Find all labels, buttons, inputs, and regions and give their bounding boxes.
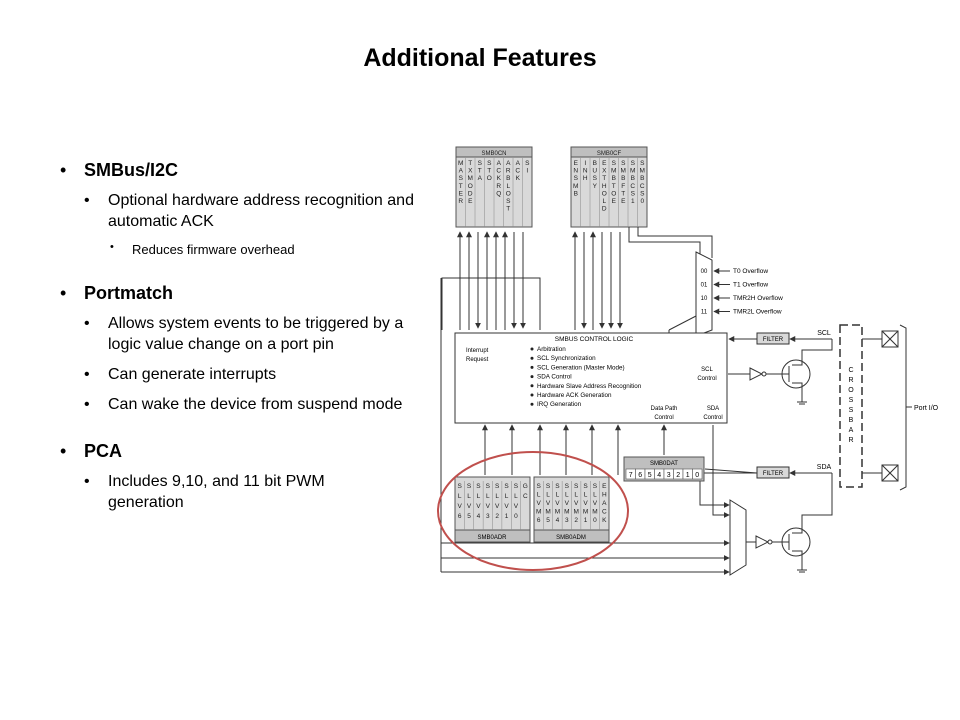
data-path-line2: Control <box>654 415 673 421</box>
control-logic-title: SMBUS CONTROL LOGIC <box>555 336 634 343</box>
smbus-subitem-1: Reduces firmware overhead <box>108 241 428 257</box>
sda-control-line2: Control <box>703 415 722 421</box>
section-portmatch: Portmatch <box>58 283 428 304</box>
data-path-line1: Data Path <box>651 406 678 412</box>
highlight-ellipse <box>437 451 629 571</box>
slide-title: Additional Features <box>363 44 597 72</box>
scl-control-line2: Control <box>697 376 716 382</box>
smb0dat-bit-2: 5 <box>648 472 652 479</box>
sda-filter-label: FILTER <box>763 471 784 477</box>
interrupt-request-line1: Interrupt <box>466 348 489 354</box>
clock-source-mux: 00 T0 Overflow 01 T1 Overflow 10 TMR2H Overfl… <box>668 251 783 337</box>
smb0dat-bit-6: 1 <box>686 472 690 479</box>
section-pca: PCA <box>58 441 428 462</box>
portmatch-item-3: Can wake the device from suspend mode <box>82 394 408 415</box>
logic-function-3: SDA Control <box>537 374 572 381</box>
scl-filter-label: FILTER <box>763 337 784 343</box>
mux-input-label-2: TMR2H Overflow <box>733 295 783 302</box>
pca-item-1: Includes 9,10, and 11 bit PWM generation <box>82 471 378 513</box>
smb0adr-label: SMB0ADR <box>477 535 507 541</box>
sda-control-line1: SDA <box>707 406 719 412</box>
smbus-control-logic: SMBUS CONTROL LOGIC Interrupt Request Ar… <box>454 332 728 424</box>
bullet-list: SMBus/I2C Optional hardware address reco… <box>58 160 428 513</box>
mux-input-label-3: TMR2L Overflow <box>733 309 782 316</box>
port-io-label: Port I/O <box>914 405 939 412</box>
logic-function-5: Hardware ACK Generation <box>537 392 612 399</box>
logic-function-1: SCL Synchronization <box>537 355 596 362</box>
scl-control-line1: SCL <box>701 367 713 373</box>
mux-code-1: 01 <box>701 283 708 289</box>
logic-function-6: IRQ Generation <box>537 401 582 408</box>
smb0dat-bit-0: 7 <box>629 472 633 479</box>
interrupt-request-line2: Request <box>466 357 489 363</box>
mux-input-label-1: T1 Overflow <box>733 282 768 289</box>
portmatch-item-2: Can generate interrupts <box>82 364 428 385</box>
mux-input-label-0: T0 Overflow <box>733 268 768 275</box>
logic-function-0: Arbitration <box>537 346 566 353</box>
register-bus-lines <box>441 227 713 330</box>
smb0dat-bit-7: 0 <box>695 472 699 479</box>
section-smbus: SMBus/I2C <box>58 160 428 181</box>
mux-code-2: 10 <box>701 296 708 302</box>
logic-function-4: Hardware Slave Address Recognition <box>537 383 642 390</box>
scl-label: SCL <box>817 330 831 337</box>
logic-function-2: SCL Generation (Master Mode) <box>537 364 625 371</box>
smb0dat-bit-4: 3 <box>667 472 671 479</box>
portmatch-item-1: Allows system events to be triggered by … <box>82 313 428 355</box>
mux-code-3: 11 <box>701 310 708 316</box>
smb0cn-label: SMB0CN <box>481 151 506 157</box>
smbus-item-1: Optional hardware address recognition an… <box>82 190 428 232</box>
sda-path <box>699 466 833 576</box>
smb0dat-bit-5: 2 <box>676 472 680 479</box>
smb0dat-bit-1: 6 <box>638 472 642 479</box>
smb0dat-bit-3: 4 <box>657 472 661 479</box>
smb0dat-label: SMB0DAT <box>650 461 678 467</box>
mux-code-0: 00 <box>701 269 708 275</box>
smb0cf-label: SMB0CF <box>597 151 622 157</box>
scl-path <box>728 332 833 405</box>
sda-label: SDA <box>817 464 832 471</box>
smb0adm-label: SMB0ADM <box>556 535 586 541</box>
